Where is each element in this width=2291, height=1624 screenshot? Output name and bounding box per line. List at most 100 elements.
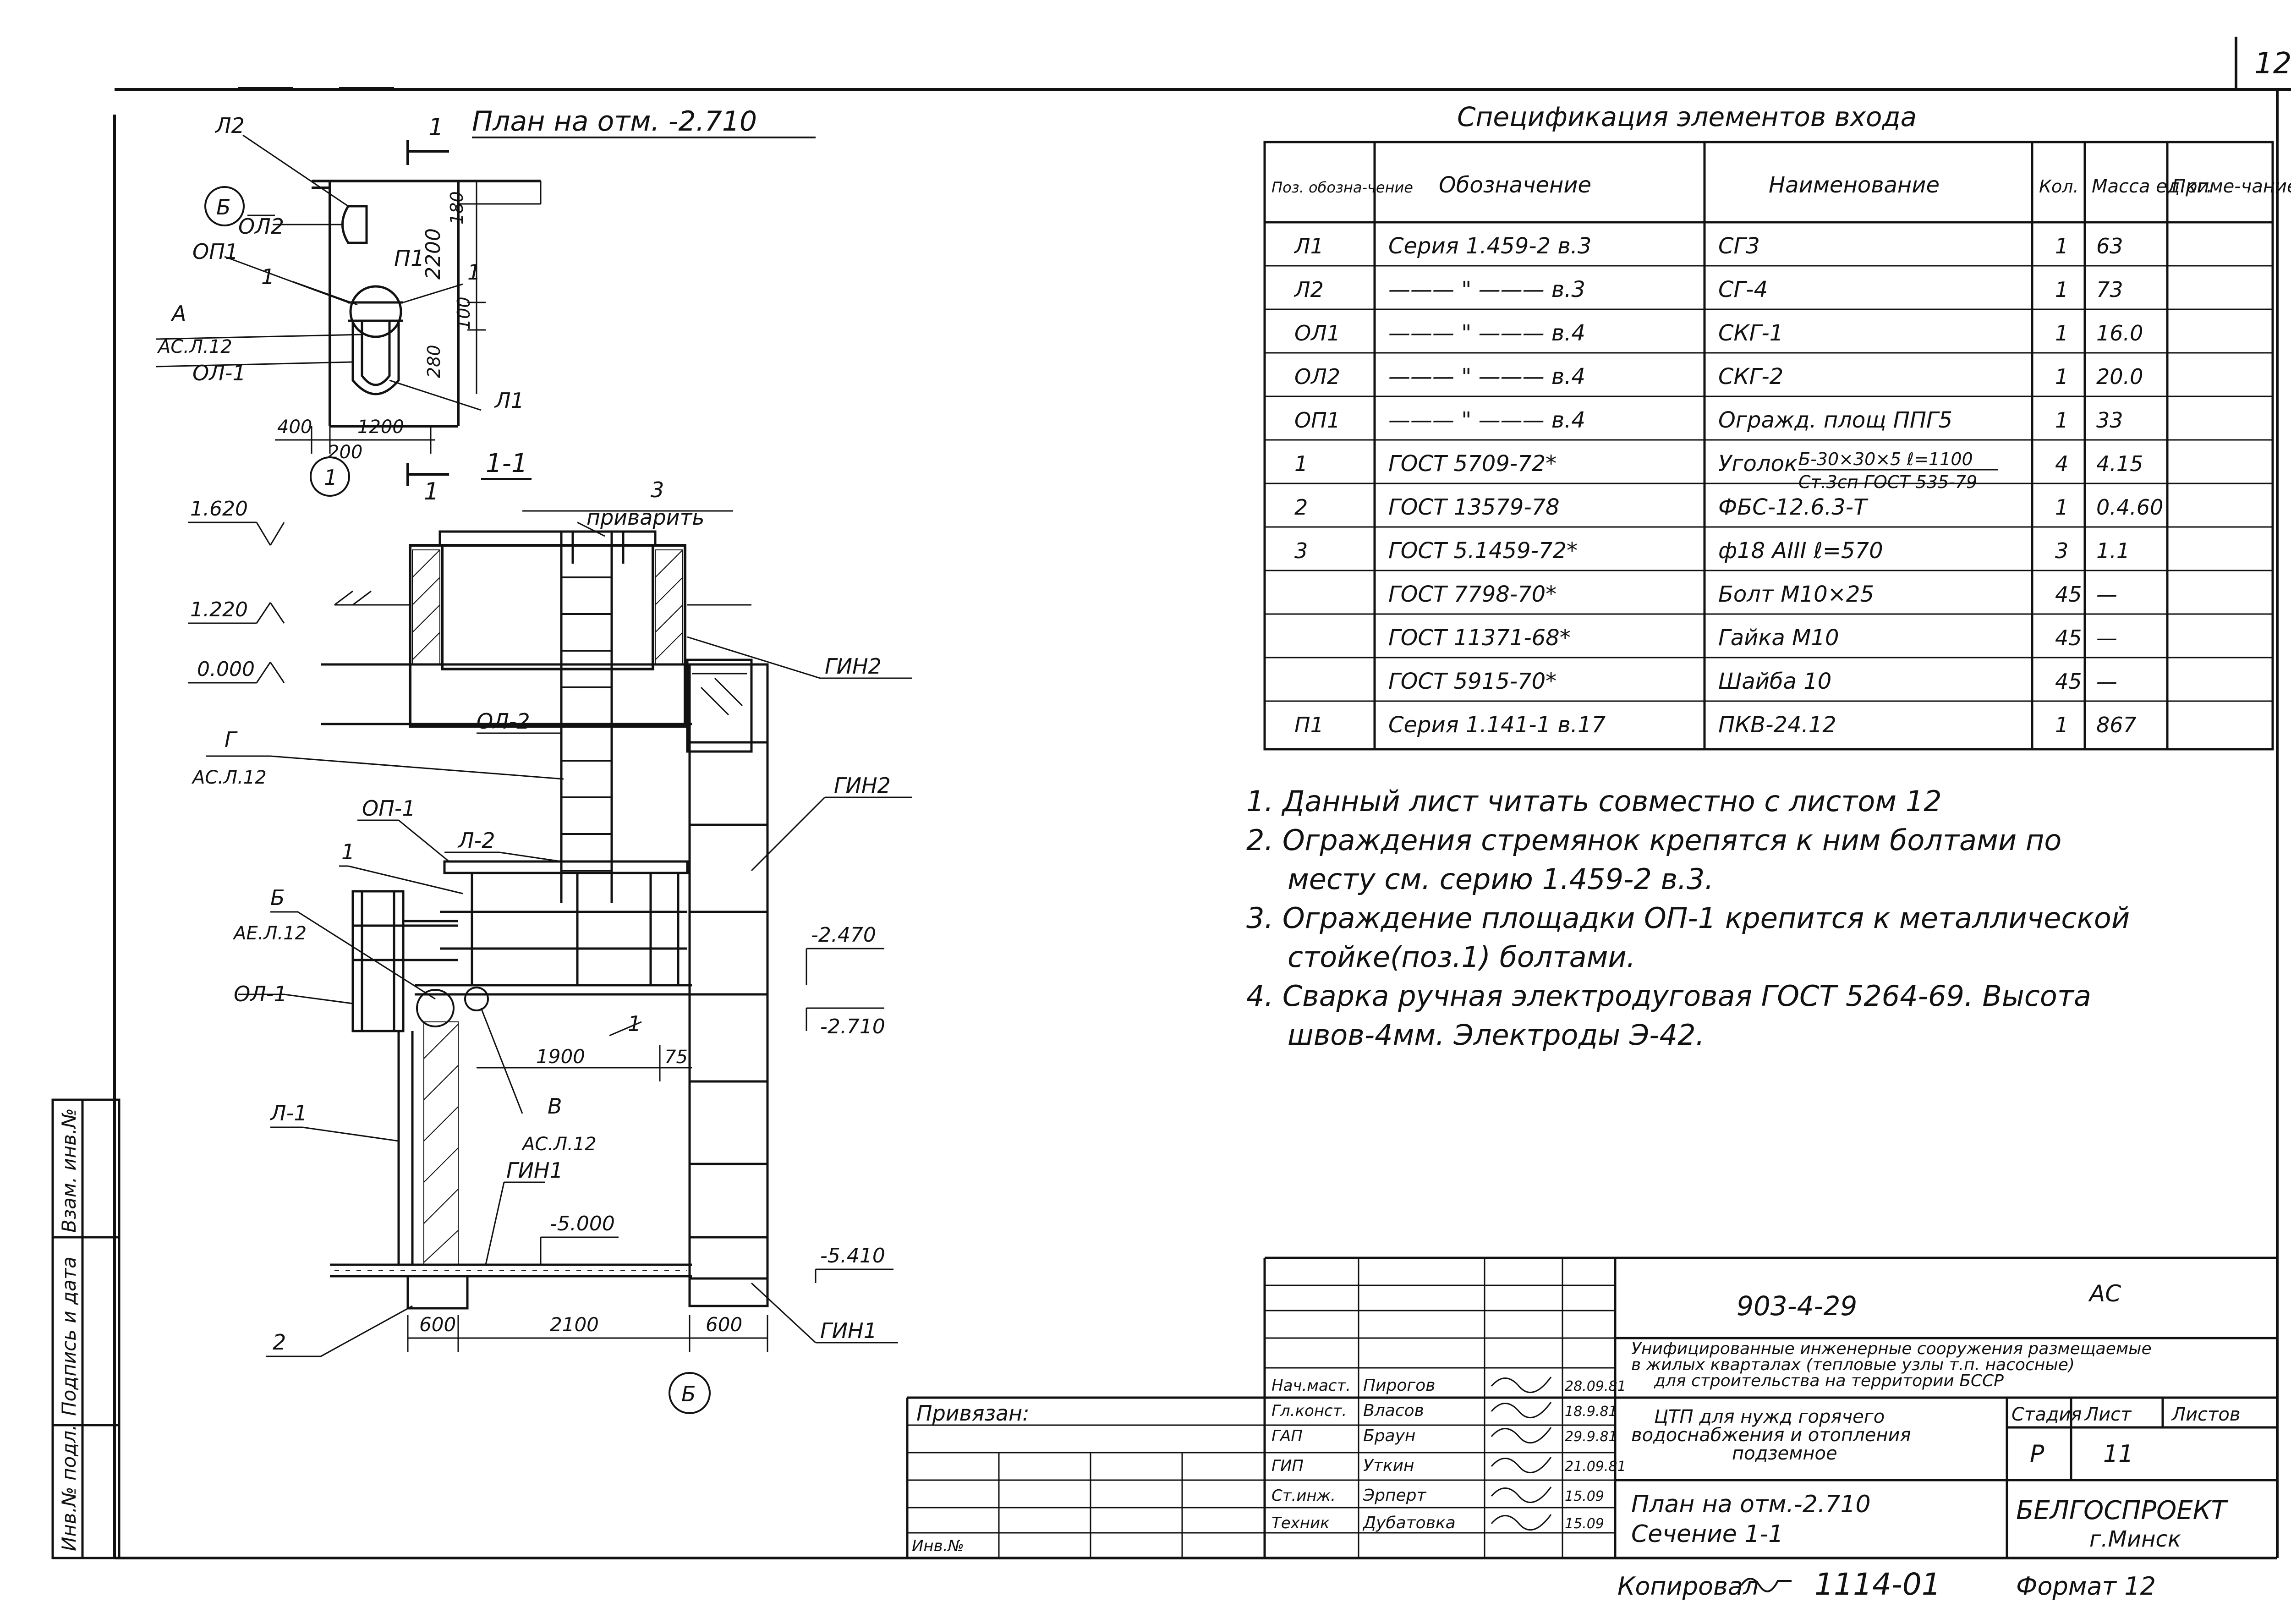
plan-dim-200: 200 [328, 442, 362, 463]
section-pos1-b: 1 [628, 1011, 641, 1036]
dim-1900: 1900 [536, 1045, 585, 1068]
signature-name: Власов [1363, 1401, 1424, 1420]
spec-cell: 33 [2096, 408, 2123, 433]
section-op1: ОП-1 [362, 796, 416, 821]
handwritten-signature [1491, 1402, 1552, 1419]
note-3b: стойке(поз.1) болтами. [1288, 940, 1635, 974]
handwritten-signature [1491, 1427, 1552, 1444]
handwritten-signature [1491, 1377, 1552, 1394]
section-as-l12-v: АС.Л.12 [521, 1134, 597, 1155]
section-gin2-a: ГИН2 [825, 654, 882, 679]
tb-sheets-hdr: Листов [2171, 1404, 2240, 1425]
plan-l1: Л1 [494, 388, 524, 413]
section-pos1-a: 1 [341, 839, 355, 864]
spec-cell: П1 [1294, 713, 1324, 737]
spec-cell: Шайба 10 [1718, 669, 1831, 694]
plan-axis-1: 1 [324, 465, 337, 490]
spec-cell: 2 [1294, 495, 1308, 520]
spec-cell: ГОСТ 5.1459-72* [1388, 538, 1578, 564]
tb-inv-label: Инв.№ [912, 1537, 964, 1555]
footer-code: 1114-01 [1814, 1567, 1941, 1602]
spec-cell: ГОСТ 5915-70* [1388, 669, 1557, 694]
handwritten-signature [1491, 1487, 1552, 1503]
spec-cell: 1 [2055, 321, 2068, 346]
spec-header-1: Обозначение [1439, 172, 1591, 198]
section-ol1: ОЛ-1 [234, 982, 287, 1006]
signature-role: Ст.инж. [1272, 1487, 1336, 1505]
plan-ol1: ОЛ-1 [192, 361, 246, 385]
spec-cell: ф18 АIII ℓ=570 [1718, 538, 1883, 564]
tb-stage: Р [2030, 1440, 2044, 1468]
signature-name: Дубатовка [1362, 1514, 1456, 1532]
spec-cell: ГОСТ 13579-78 [1388, 494, 1560, 520]
plan-as-l12: АС.Л.12 [157, 336, 232, 357]
plan-l2: Л2 [214, 113, 245, 138]
tb-bound-label: Привязан: [916, 1401, 1030, 1426]
spec-cell: СГ3 [1718, 233, 1760, 259]
handwritten-signature [1491, 1457, 1552, 1474]
plan-1a: 1 [261, 264, 274, 289]
notes: 1. Данный лист читать совместно с листом… [1246, 785, 2130, 1052]
mark-5000: -5.000 [550, 1212, 615, 1235]
spec-title: Спецификация элементов входа [1457, 101, 1917, 132]
spec-cell: ——— " ——— в.3 [1388, 277, 1585, 302]
tb-project-name-3: для строительства на территории БССР [1654, 1372, 2004, 1390]
signature-name: Уткин [1363, 1456, 1414, 1475]
spec-cell: СКГ-2 [1718, 364, 1783, 390]
dim-75: 75 [664, 1047, 688, 1068]
spec-cell: 3 [1294, 538, 1308, 563]
tb-sheet-name-1: ЦТП для нужд горячего [1654, 1406, 1885, 1427]
spec-cell: ГОСТ 7798-70* [1388, 582, 1557, 607]
plan-ol2: ОЛ2 [238, 214, 284, 239]
section-ae-l12: АЕ.Л.12 [232, 923, 307, 944]
mark-2470: -2.470 [811, 923, 876, 947]
margin-inv-podl: Инв.№ подл. [58, 1425, 80, 1551]
tb-org-1: БЕЛГОСПРОЕКТ [2016, 1496, 2228, 1525]
tb-sheet-name-2: водоснабжения и отопления [1631, 1425, 1911, 1446]
section-pos2: 2 [273, 1330, 286, 1355]
spec-cell: 1 [2055, 495, 2068, 520]
signature-role: ГИП [1272, 1457, 1304, 1475]
plan-dim-2200: 2200 [422, 228, 445, 280]
plan-dim-100: 100 [454, 296, 474, 330]
spec-cell: Уголок [1718, 451, 1798, 477]
spec-header-2: Наименование [1769, 172, 1940, 198]
sheet-frame [113, 37, 2291, 1559]
spec-cell: ГОСТ 5709-72* [1388, 451, 1557, 477]
plan-view: План на отм. -2.710 1 1 [155, 105, 816, 505]
section-gin1-b: ГИН1 [820, 1318, 877, 1343]
spec-cell: 45 [2055, 582, 2082, 607]
signature-date: 29.9.81 [1565, 1429, 1617, 1445]
signature-name: Пирогов [1363, 1376, 1436, 1395]
margin-podpis: Подпись и дата [58, 1256, 80, 1416]
spec-cell: 1 [2055, 277, 2068, 302]
ladder [560, 532, 625, 903]
spec-cell: ——— " ——— в.4 [1388, 364, 1585, 390]
plan-title: План на отм. -2.710 [472, 105, 757, 137]
plan-dim-400: 400 [277, 417, 312, 438]
note-2b: месту см. серию 1.459-2 в.3. [1288, 862, 1714, 896]
spec-cell: 63 [2096, 234, 2123, 258]
spec-cell: ОП1 [1294, 408, 1340, 433]
plan-a: А [170, 301, 186, 326]
note-3: 3. Ограждение площадки ОП-1 крепится к м… [1246, 901, 2130, 935]
spec-cell: ФБС-12.6.3-Т [1718, 494, 1869, 520]
tb-mark: АС [2088, 1280, 2121, 1307]
spec-cell: — [2096, 625, 2117, 650]
margin-vzam: Взам. инв.№ [58, 1108, 80, 1233]
tb-stage-hdr: Стадия [2011, 1404, 2082, 1425]
spec-cell: Огражд. площ ППГ5 [1718, 407, 1952, 433]
mark-0000: 0.000 [197, 658, 255, 681]
spec-cell: 1 [1294, 451, 1308, 476]
spec-angle-bottom: Ст.3сп ГОСТ 535-79 [1798, 472, 1977, 492]
section-weld: приварить [586, 505, 704, 530]
spec-cell: — [2096, 582, 2117, 607]
spec-cell: — [2096, 669, 2117, 694]
title-block: Привязан: Инв.№ 903-4-29 АС Унифицирован… [906, 1256, 2277, 1558]
sheet-number: 12 [2254, 47, 2291, 81]
spec-cell: Л2 [1293, 277, 1324, 302]
mark-2710: -2.710 [820, 1015, 885, 1038]
tb-sheet-name-3: подземное [1732, 1443, 1837, 1464]
signature-role: ГАП [1272, 1427, 1303, 1445]
